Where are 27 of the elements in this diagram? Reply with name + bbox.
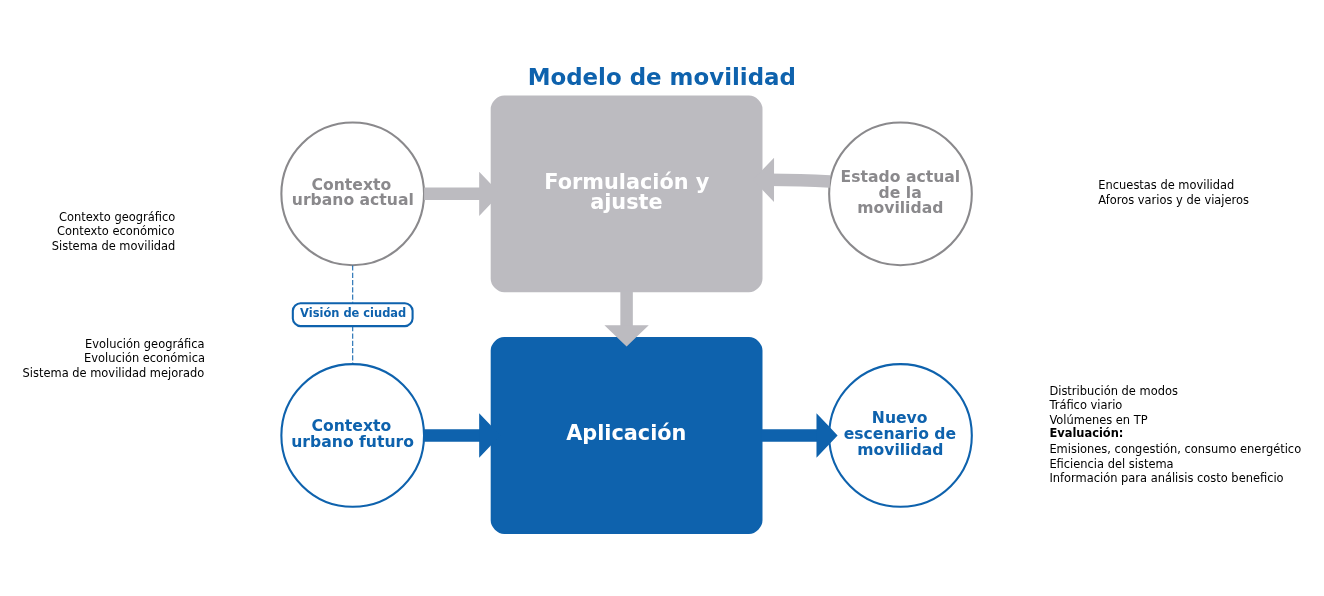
node-label: Tráfico viario <box>1049 398 1123 413</box>
node-circle: Estado actual de la movilidad <box>828 121 973 267</box>
diagram-title: Modelo de movilidad <box>527 63 796 90</box>
node-label: Sistema de movilidad mejorado <box>22 365 205 380</box>
node-label: Distribución de modos <box>1049 383 1178 398</box>
node-label: Evolución económica <box>84 351 205 366</box>
node-circle: Contexto urbano futuro <box>280 363 426 508</box>
connector <box>352 325 354 365</box>
node-label: Volúmenes en TP <box>1049 412 1148 427</box>
node-label: Contexto económico <box>56 224 175 239</box>
arrow <box>761 413 838 458</box>
node-label: Contexto geográfico <box>59 209 176 224</box>
node-label: Evaluación: <box>1049 426 1124 441</box>
node-box: Formulación y ajuste <box>490 95 763 293</box>
node-label: Emisiones, congestión, consumo energético <box>1049 441 1302 456</box>
node-label: Información para análisis costo beneficio <box>1049 471 1284 486</box>
node-label: Eficiencia del sistema <box>1049 456 1174 471</box>
node-label: Encuestas de movilidad <box>1098 178 1235 193</box>
node-box: Visión de ciudad <box>291 302 414 328</box>
connector <box>352 264 354 304</box>
node-label: Sistema de movilidad <box>51 238 176 253</box>
node-label: Aforos varios y de viajeros <box>1098 193 1249 208</box>
arrow <box>604 291 649 347</box>
node-circle: Contexto urbano actual <box>280 121 426 267</box>
node-circle: Nuevo escenario de movilidad <box>828 363 973 508</box>
node-label: Evolución geográfica <box>85 336 205 351</box>
node-box: Aplicación <box>490 337 763 534</box>
